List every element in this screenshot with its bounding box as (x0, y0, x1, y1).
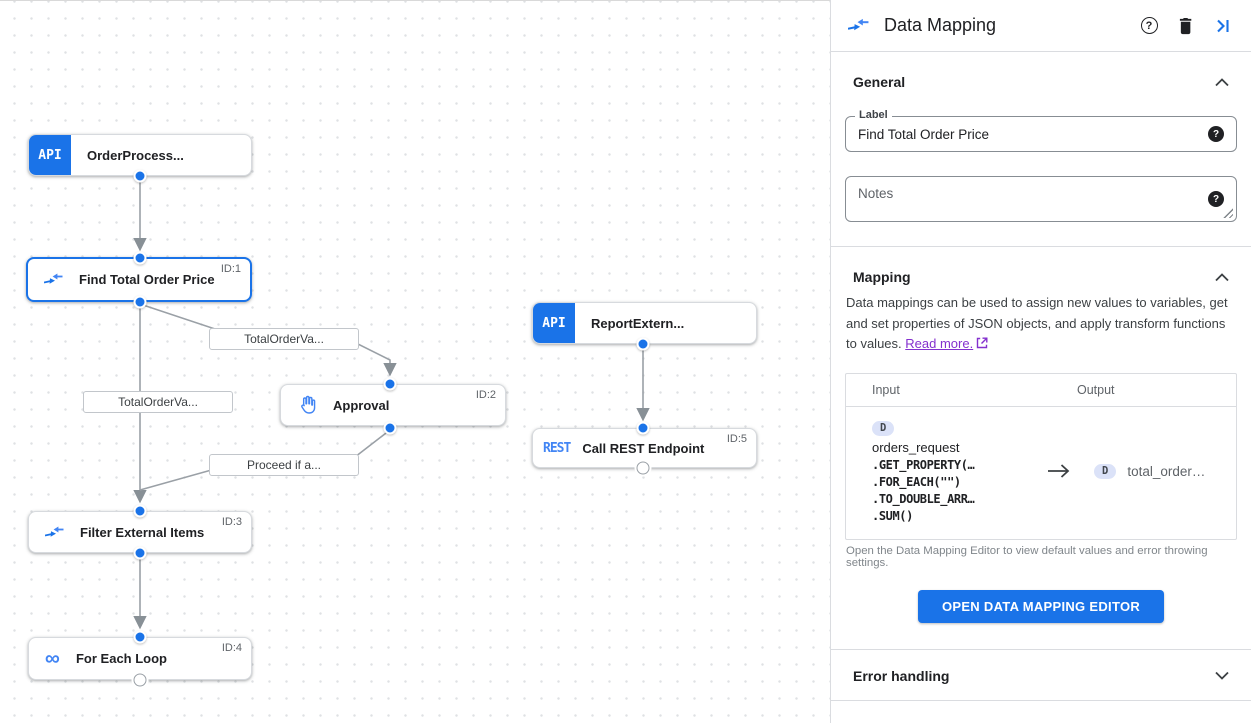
section-mapping: Mapping Data mappings can be used to ass… (831, 247, 1251, 649)
label-input[interactable] (858, 126, 1208, 142)
mapping-function: .TO_DOUBLE_ARR… (872, 491, 975, 506)
api-trigger-icon: API (29, 135, 71, 175)
label-field-label: Label (855, 109, 892, 121)
mapping-description-text: Data mappings can be used to assign new … (846, 295, 1228, 352)
mapping-table: Input Output D orders_request .GET_PROPE… (845, 372, 1237, 540)
edge-label-totalorderva-2[interactable]: TotalOrderVa... (83, 391, 233, 413)
textarea-resize-handle[interactable] (1223, 208, 1233, 218)
error-handling-heading[interactable]: Error handling (845, 660, 1237, 690)
edge-label-totalorderva-1[interactable]: TotalOrderVa... (209, 328, 359, 350)
approval-hand-icon (297, 395, 317, 415)
mapping-title: Mapping (853, 269, 911, 285)
port-out-approval[interactable] (383, 421, 397, 435)
panel-title: Data Mapping (884, 15, 997, 35)
port-out-call-rest[interactable] (636, 461, 650, 475)
node-label: Approval (333, 397, 390, 413)
port-out-for-each[interactable] (133, 673, 147, 687)
chevron-up-icon (1215, 272, 1229, 281)
panel-header: Data Mapping (831, 0, 1251, 52)
rest-icon: REST (543, 440, 571, 456)
mapping-function: .FOR_EACH("") (872, 474, 961, 489)
node-label: Call REST Endpoint (582, 440, 705, 456)
node-id-badge: ID:2 (475, 389, 496, 401)
mapping-function: .SUM() (872, 508, 913, 523)
port-out-report-extern[interactable] (636, 337, 650, 351)
notes-input[interactable] (858, 186, 1208, 218)
node-label: ReportExtern... (591, 315, 685, 331)
read-more-link[interactable]: Read more. (905, 336, 974, 352)
node-id-badge: ID:3 (221, 516, 242, 528)
open-data-mapping-editor-button[interactable]: OPEN DATA MAPPING EDITOR (917, 589, 1165, 623)
node-id-badge: ID:5 (726, 433, 747, 445)
data-mapping-icon (45, 525, 64, 540)
node-order-process-trigger[interactable]: API OrderProcess... (28, 134, 252, 176)
data-mapping-icon (44, 272, 63, 287)
config-panel: Data Mapping General Label (830, 0, 1251, 723)
node-call-rest-endpoint[interactable]: REST Call REST Endpoint ID:5 (532, 428, 757, 468)
mapping-heading[interactable]: Mapping (845, 261, 1237, 291)
node-label: OrderProcess... (87, 147, 184, 163)
node-label: For Each Loop (75, 651, 167, 666)
mapping-table-row[interactable]: D orders_request .GET_PROPERTY(… .FOR_EA… (846, 407, 1236, 539)
mapping-description: Data mappings can be used to assign new … (845, 291, 1237, 356)
node-id-badge: ID:1 (220, 263, 241, 275)
node-for-each-loop[interactable]: For Each Loop ID:4 (28, 637, 252, 680)
workflow-canvas[interactable]: TotalOrderVa... TotalOrderVa... Proceed … (0, 0, 830, 723)
mapping-arrow-icon (1024, 463, 1094, 479)
output-variable-name: total_order… (1127, 463, 1206, 479)
edge-label-proceed-if[interactable]: Proceed if a... (209, 454, 359, 476)
workflow-edges (133, 177, 650, 630)
chevron-up-icon (1215, 77, 1229, 86)
loop-icon (45, 652, 60, 666)
port-in-find-total[interactable] (133, 251, 147, 265)
notes-field[interactable] (845, 176, 1237, 222)
mapping-table-header: Input Output (846, 374, 1236, 407)
section-error-handling: Error handling (831, 650, 1251, 700)
port-out-order-process[interactable] (133, 169, 147, 183)
node-label: Find Total Order Price (79, 272, 215, 287)
external-link-icon (976, 335, 988, 356)
node-filter-external-items[interactable]: Filter External Items ID:3 (28, 511, 252, 553)
data-mapping-icon (848, 17, 869, 34)
port-in-filter[interactable] (133, 504, 147, 518)
error-handling-title: Error handling (853, 667, 950, 684)
node-id-badge: ID:4 (221, 642, 242, 654)
api-trigger-icon: API (533, 303, 575, 343)
collapse-panel-icon[interactable] (1212, 15, 1234, 37)
port-in-approval[interactable] (383, 377, 397, 391)
section-general: General Label (831, 52, 1251, 238)
chevron-down-icon (1215, 671, 1229, 680)
help-icon[interactable] (1138, 15, 1160, 37)
notes-help-icon[interactable] (1208, 191, 1224, 207)
general-title: General (853, 74, 906, 90)
label-help-icon[interactable] (1208, 126, 1224, 142)
input-variable-name: orders_request (872, 439, 960, 455)
mapping-function: .GET_PROPERTY(… (872, 457, 975, 472)
port-in-for-each[interactable] (133, 630, 147, 644)
port-out-find-total[interactable] (133, 295, 147, 309)
port-out-filter[interactable] (133, 546, 147, 560)
node-approval[interactable]: Approval ID:2 (280, 384, 506, 426)
general-heading[interactable]: General (845, 66, 1237, 96)
double-type-badge: D (872, 420, 895, 436)
mapping-input-cell: D orders_request .GET_PROPERTY(… .FOR_EA… (872, 418, 1024, 525)
mapping-editor-hint: Open the Data Mapping Editor to view def… (846, 544, 1208, 569)
double-type-badge: D (1094, 463, 1117, 479)
mapping-output-cell: D total_order… (1094, 463, 1206, 479)
label-field[interactable]: Label (845, 109, 1237, 152)
output-column-header: Output (1077, 382, 1115, 397)
delete-icon[interactable] (1175, 15, 1197, 37)
port-in-call-rest[interactable] (636, 421, 650, 435)
node-label: Filter External Items (80, 524, 205, 540)
input-column-header: Input (872, 382, 900, 397)
